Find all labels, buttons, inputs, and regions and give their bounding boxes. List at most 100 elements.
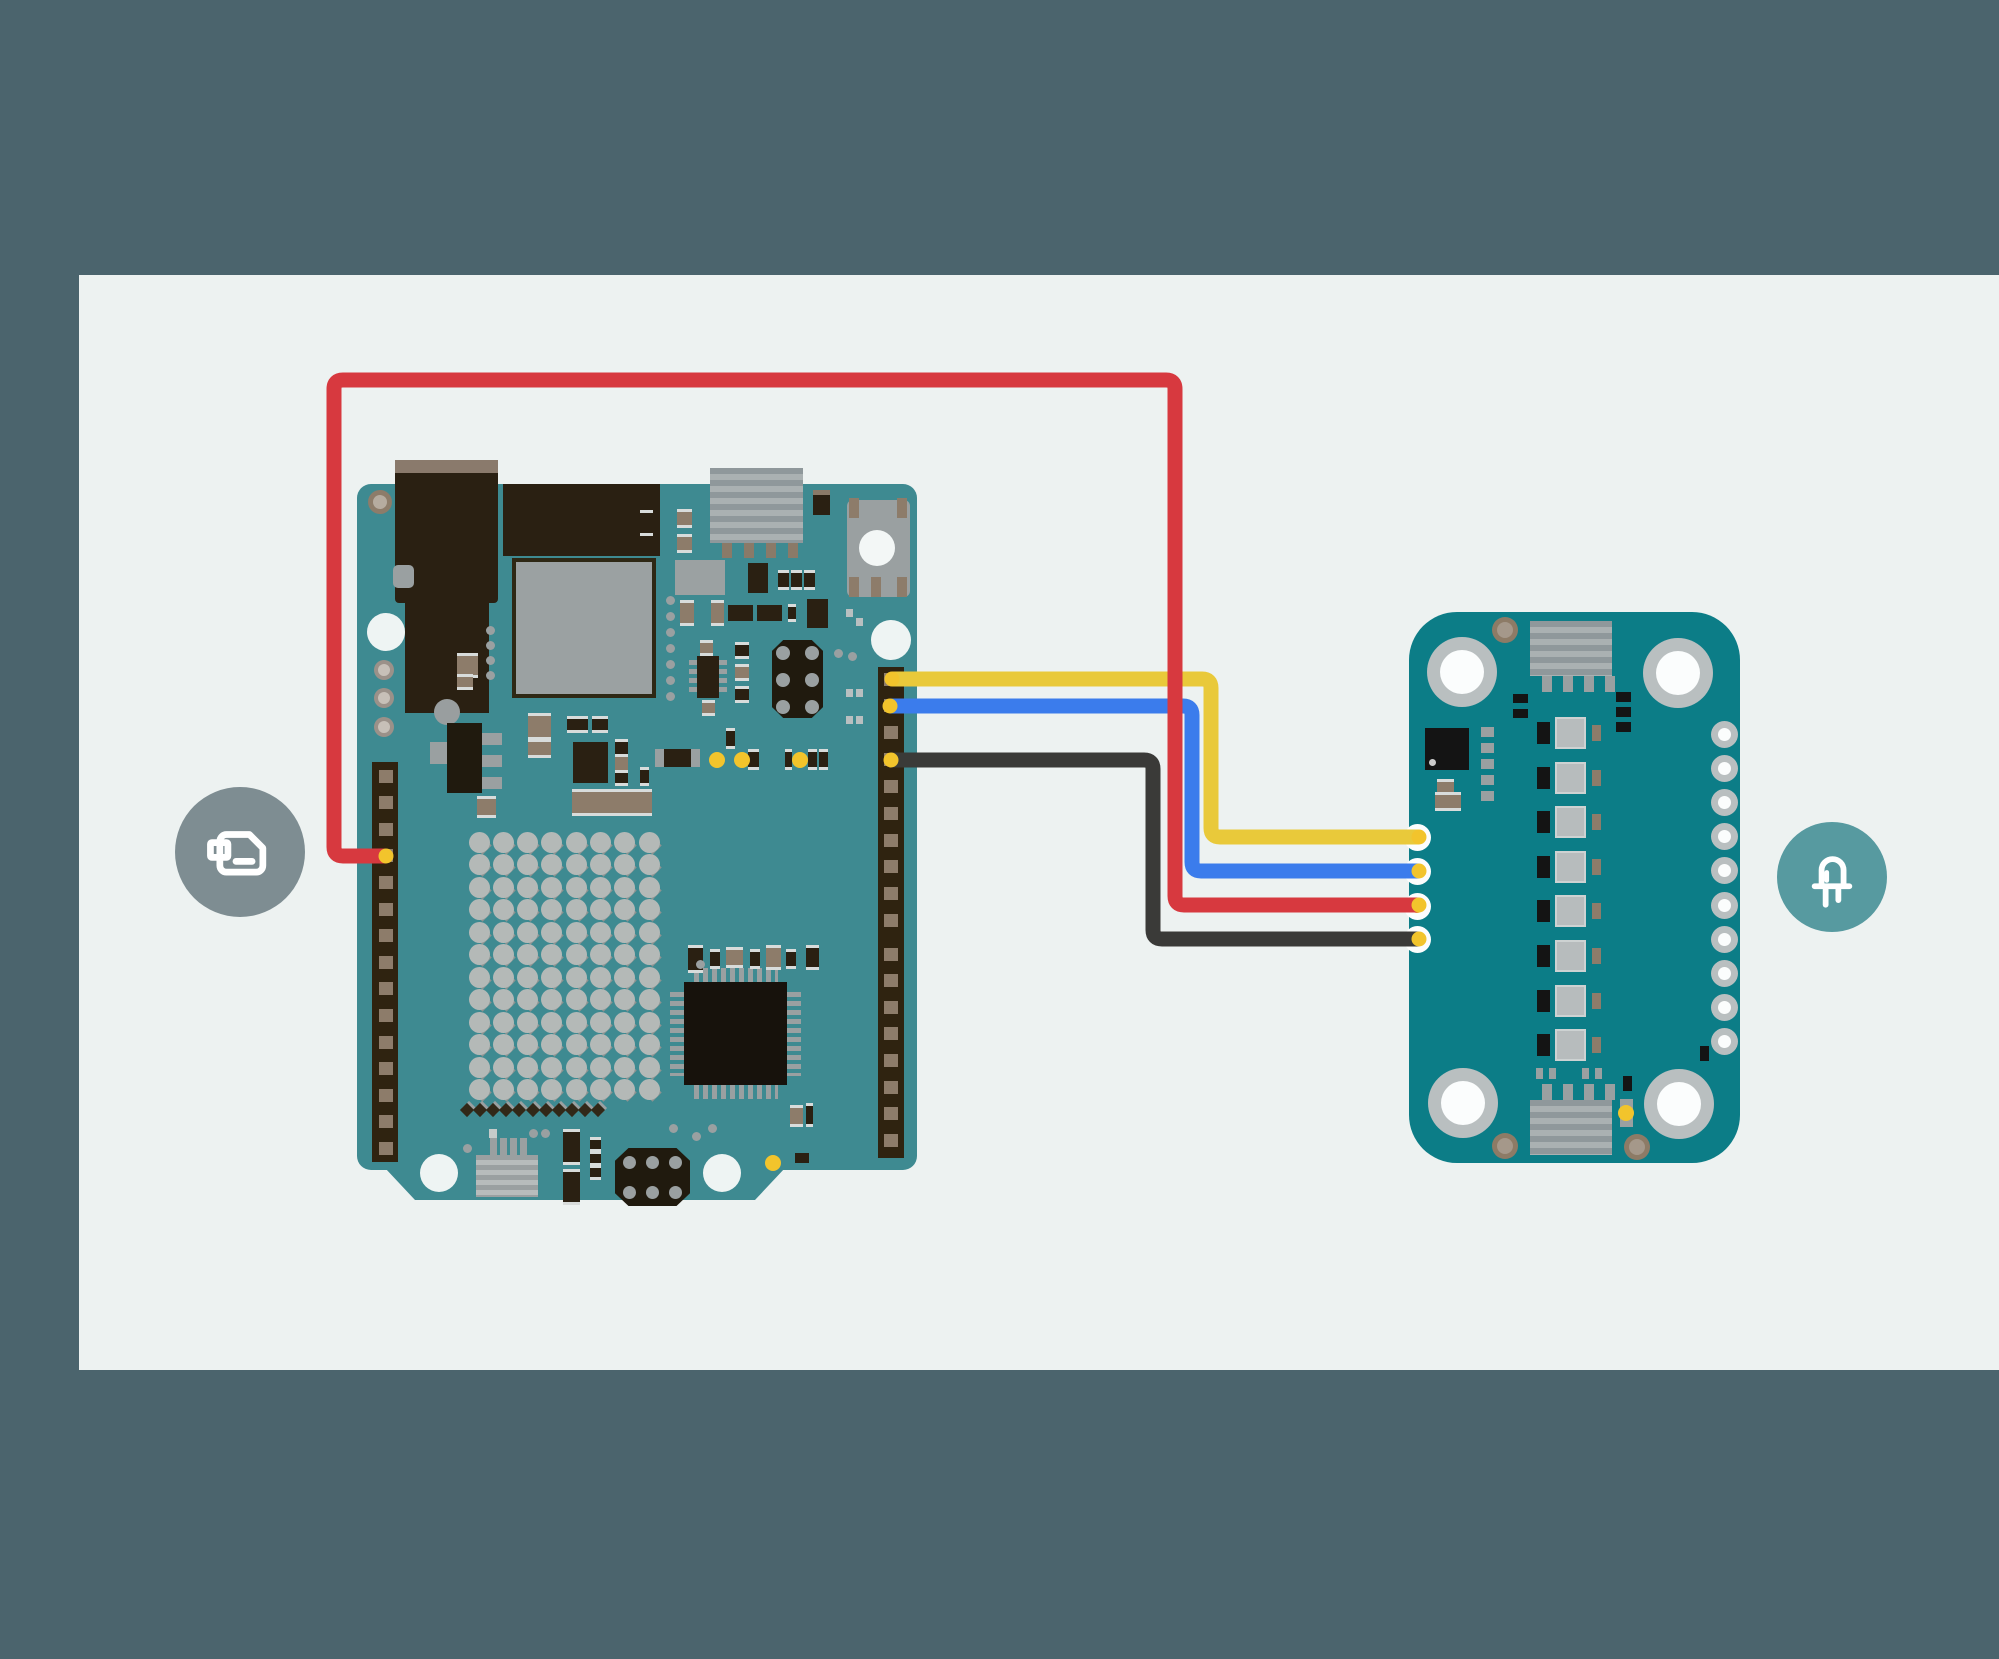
mcu-leads (694, 1085, 778, 1099)
icsp-pin[interactable] (805, 673, 819, 687)
arduino-right-header-pin-3[interactable] (884, 726, 898, 740)
led-matrix-dot (614, 1079, 636, 1100)
arduino-left-header-pin-10[interactable] (379, 1008, 393, 1022)
smd-component (1700, 1046, 1709, 1061)
arduino-left-header-pin-7[interactable] (379, 929, 393, 943)
led-anode (1592, 858, 1601, 875)
arduino-right-header-pin-11[interactable] (884, 947, 898, 961)
smd-ic (748, 563, 768, 593)
breakout-through-hole (1717, 727, 1731, 741)
voltage-regulator (447, 723, 482, 793)
fiducial-center (1497, 622, 1513, 638)
icsp-pin[interactable] (805, 700, 819, 714)
icsp-pin[interactable] (622, 1185, 636, 1199)
via (665, 659, 675, 669)
smd-pad (846, 609, 853, 617)
smd-capacitor (592, 719, 608, 730)
led-anode (1592, 814, 1601, 831)
led-matrix-dot (638, 989, 660, 1010)
breakout-through-hole (1717, 932, 1731, 946)
arduino-left-header-pin-3[interactable] (379, 822, 393, 836)
yellow-wire[interactable] (892, 671, 1419, 845)
via (462, 1143, 472, 1153)
arduino-right-header-pin-10[interactable] (884, 914, 898, 928)
led-matrix-dot (638, 854, 660, 875)
reset-button-cap[interactable] (859, 530, 895, 566)
icsp-pin[interactable] (668, 1185, 682, 1199)
via (847, 651, 857, 661)
smd-pad (856, 689, 863, 697)
board-hole (420, 1154, 458, 1192)
arduino-right-header-pin-9[interactable] (884, 887, 898, 901)
led-matrix-dot (614, 1034, 636, 1055)
button-leg (849, 498, 859, 518)
led-matrix-dot (565, 989, 587, 1010)
indicator-led (792, 752, 808, 768)
arduino-left-header-pin-6[interactable] (379, 902, 393, 916)
led-matrix-dot (468, 899, 490, 920)
icsp-pin[interactable] (805, 646, 819, 660)
breakout-through-hole (1717, 1035, 1731, 1049)
arduino-left-header-pin-15[interactable] (379, 1141, 393, 1155)
led-matrix-dot (614, 854, 636, 875)
arduino-left-header-pin-8[interactable] (379, 955, 393, 969)
connector-leg (1542, 1084, 1552, 1100)
connector-leg (744, 543, 754, 558)
breakout-led (1555, 984, 1586, 1017)
icsp-pin[interactable] (776, 673, 790, 687)
fiducial-center (1497, 1138, 1513, 1154)
connector-leg (1542, 676, 1552, 692)
arduino-left-header-pin-1[interactable] (379, 769, 393, 783)
arduino-right-header-pin-13[interactable] (884, 1000, 898, 1014)
arduino-left-header-pin-12[interactable] (379, 1062, 393, 1076)
arduino-right-header-pin-14[interactable] (884, 1027, 898, 1041)
arduino-right-header-pin-7[interactable] (884, 833, 898, 847)
connector-leg (722, 543, 732, 558)
smd-capacitor (806, 948, 819, 967)
arduino-right-header-pin-12[interactable] (884, 974, 898, 988)
arduino-left-header-pin-13[interactable] (379, 1088, 393, 1102)
led-cathode (1537, 722, 1550, 744)
arduino-right-header-pin-15[interactable] (884, 1053, 898, 1067)
via (691, 1131, 701, 1141)
led-matrix-dot (541, 989, 563, 1010)
red-power-wire[interactable] (326, 372, 1419, 913)
smd-pad (1481, 743, 1494, 753)
led-cathode (1537, 989, 1550, 1012)
icsp-pin[interactable] (776, 646, 790, 660)
esp32-shield (512, 558, 656, 698)
arduino-right-header-pin-8[interactable] (884, 860, 898, 874)
arduino-left-header-pin-14[interactable] (379, 1115, 393, 1129)
icsp-pin[interactable] (622, 1155, 636, 1169)
chip-dot (1428, 758, 1436, 766)
led-matrix-dot (517, 1079, 539, 1100)
led-matrix-dot (492, 831, 514, 853)
arduino-right-header-pin-17[interactable] (884, 1107, 898, 1121)
smd-component (1616, 707, 1631, 717)
arduino-right-header-pin-16[interactable] (884, 1080, 898, 1094)
arduino-left-header-pin-5[interactable] (379, 875, 393, 889)
led-matrix-dot (517, 876, 539, 898)
arduino-left-header-pin-9[interactable] (379, 982, 393, 996)
indicator-led (1618, 1105, 1634, 1121)
icsp-pin[interactable] (776, 700, 790, 714)
arduino-right-header-pin-5[interactable] (884, 779, 898, 793)
icsp-pin[interactable] (645, 1155, 659, 1169)
led-matrix-dot (565, 966, 587, 988)
black-ground-wire[interactable] (891, 752, 1419, 947)
led-matrix-dot (517, 831, 539, 853)
led-matrix-dot (614, 989, 636, 1010)
icsp-pin[interactable] (645, 1185, 659, 1199)
arduino-left-header-pin-2[interactable] (379, 796, 393, 810)
blue-wire[interactable] (890, 698, 1419, 879)
via (665, 611, 675, 621)
smd-capacitor (804, 573, 815, 587)
breakout-led (1555, 850, 1586, 883)
arduino-left-header-pin-11[interactable] (379, 1035, 393, 1049)
icsp-pin[interactable] (668, 1155, 682, 1169)
led-matrix-dot (614, 944, 636, 965)
right-header (878, 667, 904, 1158)
arduino-right-header-pin-18[interactable] (884, 1133, 898, 1147)
smd-capacitor (632, 792, 652, 813)
arduino-right-header-pin-6[interactable] (884, 806, 898, 820)
